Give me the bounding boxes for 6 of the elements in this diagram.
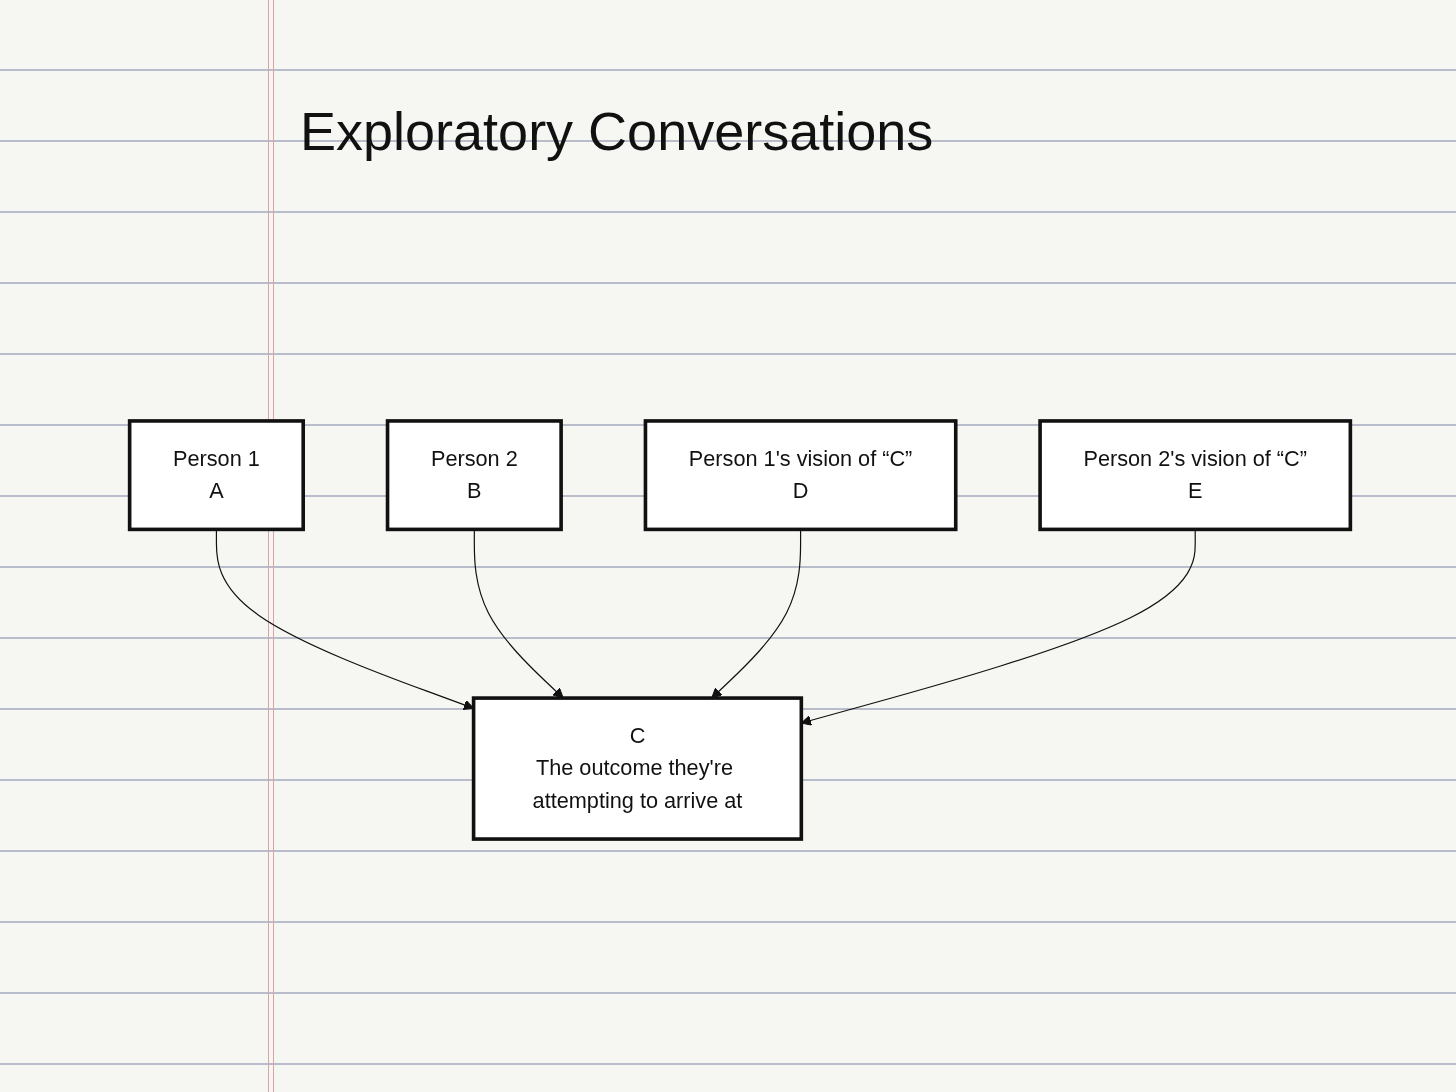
node-box: C The outcome they're attempting to arrive at (471, 696, 804, 841)
node-box: Person 2 B (385, 419, 563, 532)
node-box: Person 2's vision of “C” E (1038, 419, 1353, 532)
node-box: Person 1's vision of “C” D (643, 419, 958, 532)
diagram-title: Exploratory Conversations (300, 100, 934, 162)
node-box: Person 1 A (127, 419, 305, 532)
